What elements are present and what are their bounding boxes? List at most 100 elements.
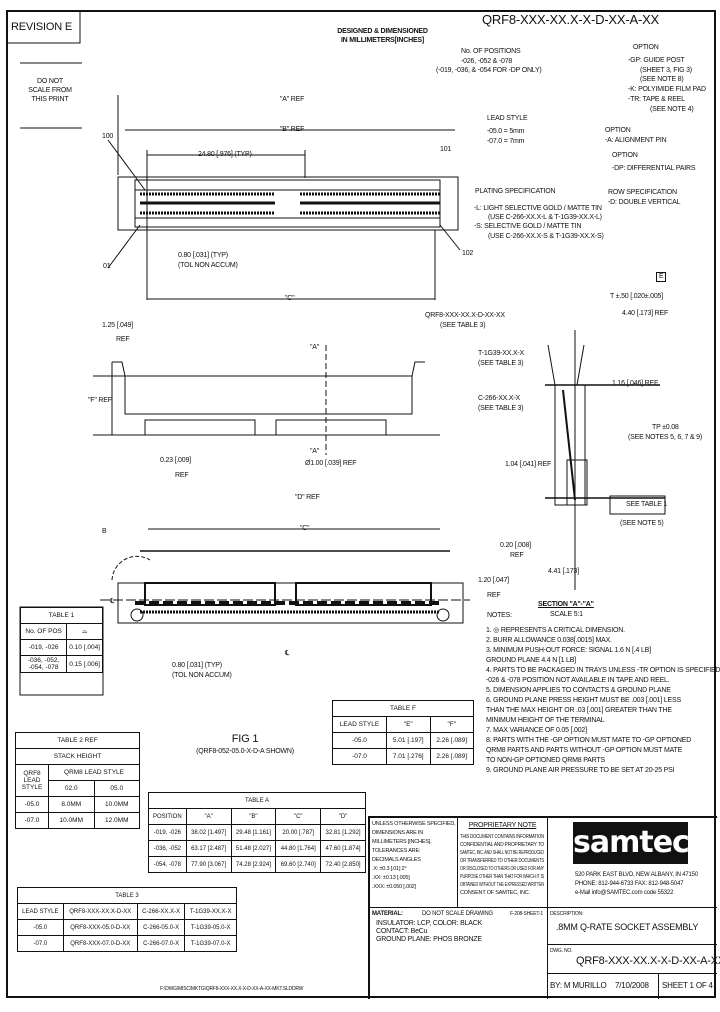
text-line: .XXX: ±0.050 [.002]: [372, 884, 416, 890]
title-block: UNLESS OTHERWISE SPECIFIED,DIMENSIONS AR…: [368, 816, 720, 999]
dim-w440: 4.40 [.173] REF: [622, 310, 669, 317]
dim-non-accum: (TOL NON ACCUM): [178, 262, 238, 269]
callout-title: ROW SPECIFICATION: [608, 189, 677, 196]
callout-title: LEAD STYLE: [487, 115, 528, 122]
section-title: SECTION "A"-"A": [538, 601, 594, 608]
pin-01: 01: [103, 263, 111, 270]
text-line: CONFIDENTIAL AND PROPRIETARY TO: [460, 842, 544, 848]
side-view-connector: [93, 345, 440, 455]
address-line: e-Mail info@SAMTEC.com code 55322: [575, 890, 674, 896]
dim-tp: TP ±0.08: [652, 424, 679, 431]
table-cell: 10.0MM: [93, 796, 140, 813]
table-title: TABLE F: [332, 700, 474, 717]
see-table3: (SEE TABLE 3): [478, 405, 524, 412]
table-cell: 2.26 [.089]: [429, 748, 474, 765]
text-line: OR DISCLOSED TO OTHERS OR USED FOR ANY: [460, 866, 544, 872]
text-line: .X: ±0.3 [.01] 2°: [372, 866, 407, 872]
footer-path: F:\DWG\MISC\MKTG\QRF8-XXX-XX.X-X-D-XX-A-…: [160, 986, 304, 992]
table-title: TABLE 1: [20, 607, 103, 624]
text-line: DECIMALS ANGLES: [372, 857, 421, 863]
proprietary-cell: PROPRIETARY NOTE THIS DOCUMENT CONTAINS …: [458, 818, 548, 908]
table-cell: -054, -078: [148, 856, 187, 873]
address-line: 520 PARK EAST BLVD, NEW ALBANY, IN 47150: [575, 872, 698, 878]
table-subtitle: STACK HEIGHT: [15, 748, 140, 765]
table-cell: -05.0: [15, 796, 49, 813]
callout-title: OPTION: [633, 44, 659, 51]
table-cell: 2.26 [.089]: [429, 732, 474, 749]
dim-w020: 0.20 [.008]: [500, 542, 531, 549]
callout-line: -026, -052 & -078: [461, 58, 513, 65]
table-cell: 77.90 [3.067]: [185, 856, 232, 873]
table-cell: 51.48 [2.027]: [230, 840, 277, 857]
drawing-number: QRF8-XXX-XX.X-X-D-XX-A-XX: [576, 955, 720, 967]
text-line: 9. GROUND PLANE AIR PRESSURE TO BE SET A…: [486, 767, 675, 774]
revision-label: REVISION E: [11, 21, 72, 33]
dim-pitch-080: 0.80 [.031] (TYP): [178, 252, 228, 259]
callout-line: -L: LIGHT SELECTIVE GOLD / MATTE TIN: [474, 205, 602, 212]
notes-title: NOTES:: [487, 612, 512, 619]
samtec-logo: samtec: [573, 822, 690, 864]
table-header: No. OF POS: [19, 623, 68, 640]
dim-ref: REF: [116, 336, 130, 343]
dim-w441: 4.41 [.173]: [548, 568, 579, 575]
material-label: MATERIAL:: [372, 911, 403, 917]
text-line: 8. PARTS WITH THE -GP OPTION MUST MATE T…: [486, 737, 692, 744]
table-cell: 20.00 [.787]: [275, 824, 322, 841]
do-not-scale-drawing: DO NOT SCALE DRAWING: [422, 911, 494, 917]
table-cell: T-1G39-05.0-X: [184, 919, 237, 936]
table-cell: 44.80 [1.764]: [275, 840, 322, 857]
table-cell: 0.15 [.006]: [66, 655, 103, 673]
material-cell: MATERIAL: DO NOT SCALE DRAWING F-208-SHE…: [370, 908, 548, 999]
text-line: QRM8 PARTS AND PARTS WITHOUT -GP OPTION …: [486, 747, 683, 754]
dwg-label: DWG. NO.: [550, 948, 573, 954]
table-cell: 63.17 [2.487]: [185, 840, 232, 857]
description: .8MM Q-RATE SOCKET ASSEMBLY: [556, 922, 699, 932]
text-line: 5. DIMENSION APPLIES TO CONTACTS & GROUN…: [486, 687, 671, 694]
table-cell: T-1G39-07.0-X: [184, 935, 237, 952]
callout-line: -TR: TAPE & REEL: [628, 96, 685, 103]
table-cell: QRF8-XXX-05.0-D-XX: [62, 919, 138, 936]
table-cell: 29.48 [1.161]: [230, 824, 277, 841]
do-not-scale-line: THIS PRINT: [31, 96, 69, 103]
label-b: B: [102, 528, 107, 535]
dim-dia100: Ø1.00 [.039] REF: [305, 460, 357, 467]
see-note5: (SEE NOTE 5): [620, 520, 664, 527]
text-line: OBTAINED WITHOUT THE EXPRESSED WRITTEN: [460, 882, 544, 888]
bottom-view-connector: [100, 555, 470, 624]
qrf-label: QRF8-XXX-XX.X-D-XX-XX: [425, 312, 505, 319]
callout-line: -K: POLYIMIDE FILM PAD: [628, 86, 706, 93]
table-header: C-266-XX.X-X: [136, 903, 186, 920]
dim-h116: 1.16 [.046] REF: [612, 380, 659, 387]
dim-w023: 0.23 [.009]: [160, 457, 191, 464]
section-scale: SCALE 5:1: [550, 611, 583, 618]
see-table3: (SEE TABLE 3): [440, 322, 486, 329]
callout-line: (-019, -036, & -054 FOR -DP ONLY): [436, 67, 542, 74]
drawing-number-cell: DWG. NO. QRF8-XXX-XX.X-X-D-XX-A-XX: [548, 945, 720, 974]
table-cell: C-266-07.0-X: [136, 935, 186, 952]
table-header: "E": [386, 716, 431, 733]
dim-ref: REF: [487, 592, 501, 599]
section-a-a: [545, 330, 665, 590]
table-cell: C-266-05.0-X: [136, 919, 186, 936]
callout-line: (USE C-266-XX.X-L & T-1G39-XX.X-L): [488, 214, 602, 221]
text-line: UNLESS OTHERWISE SPECIFIED,: [372, 821, 456, 827]
tolerance-cell: UNLESS OTHERWISE SPECIFIED,DIMENSIONS AR…: [370, 818, 458, 908]
table-cell: -07.0: [331, 748, 388, 765]
callout-line: (SEE NOTE 4): [650, 106, 694, 113]
top-view-connector: [117, 176, 459, 231]
text-line: 6. GROUND PLANE PRESS HEIGHT MUST BE .00…: [486, 697, 681, 704]
part-number-header: QRF8-XXX-XX.X-X-D-XX-A-XX: [482, 12, 660, 27]
text-line: TOLERANCES ARE:: [372, 848, 421, 854]
see-table1: SEE TABLE 1: [626, 501, 668, 508]
sheet-number: SHEET 1 OF 4: [662, 981, 713, 990]
pin-102: 102: [462, 250, 474, 257]
table-cell: -07.0: [15, 812, 49, 829]
callout-line: -05.0 = 5mm: [487, 128, 525, 135]
centerline: ℄: [285, 650, 290, 657]
text-line: CONSENT OF SAMTEC, INC.: [460, 890, 530, 896]
text-line: 2. BURR ALLOWANCE 0.038[.0015] MAX.: [486, 637, 612, 644]
revision-box: [6, 10, 81, 44]
dim-h125: 1.25 [.049]: [102, 322, 133, 329]
